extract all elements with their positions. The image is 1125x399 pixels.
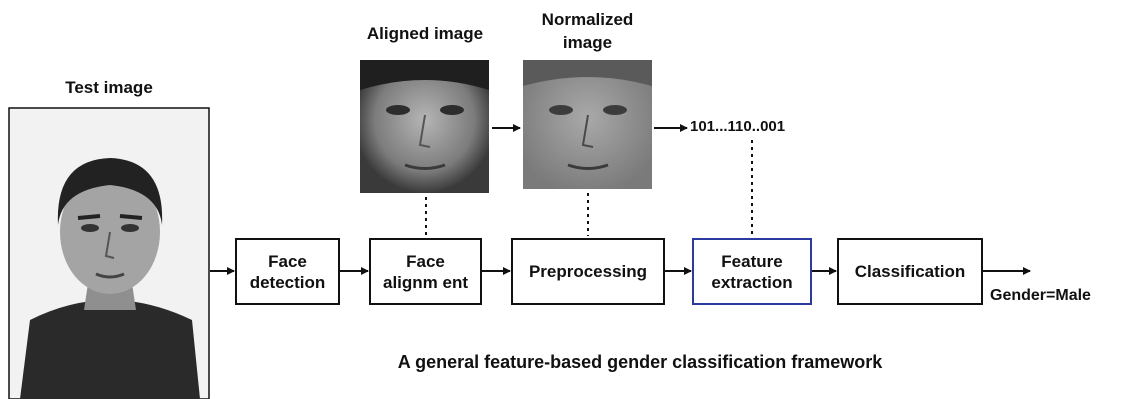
classification-box: Classification xyxy=(837,238,983,305)
normalized-image-photo xyxy=(523,60,652,189)
face-alignment-label: Face alignm ent xyxy=(382,251,468,292)
test-image-label: Test image xyxy=(65,78,153,97)
output-label: Gender=Male xyxy=(990,287,1091,304)
aligned-image-photo xyxy=(360,60,489,193)
caption: A general feature-based gender classific… xyxy=(397,352,883,372)
face-detection-label: Face detection xyxy=(249,251,326,292)
test-image-photo xyxy=(8,107,210,399)
preprocessing-label: Preprocessing xyxy=(528,262,648,281)
feature-extraction-label: Feature extraction xyxy=(711,251,793,292)
classification-label: Classification xyxy=(854,262,966,281)
normalized-image-label: Normalized image xyxy=(541,10,634,52)
aligned-image-label: Aligned image xyxy=(366,24,484,43)
face-alignment-box: Face alignm ent xyxy=(369,238,482,305)
preprocessing-box: Preprocessing xyxy=(511,238,665,305)
binary-code-label: 101...110..001 xyxy=(690,118,786,135)
face-detection-box: Face detection xyxy=(235,238,340,305)
feature-extraction-box: Feature extraction xyxy=(692,238,812,305)
